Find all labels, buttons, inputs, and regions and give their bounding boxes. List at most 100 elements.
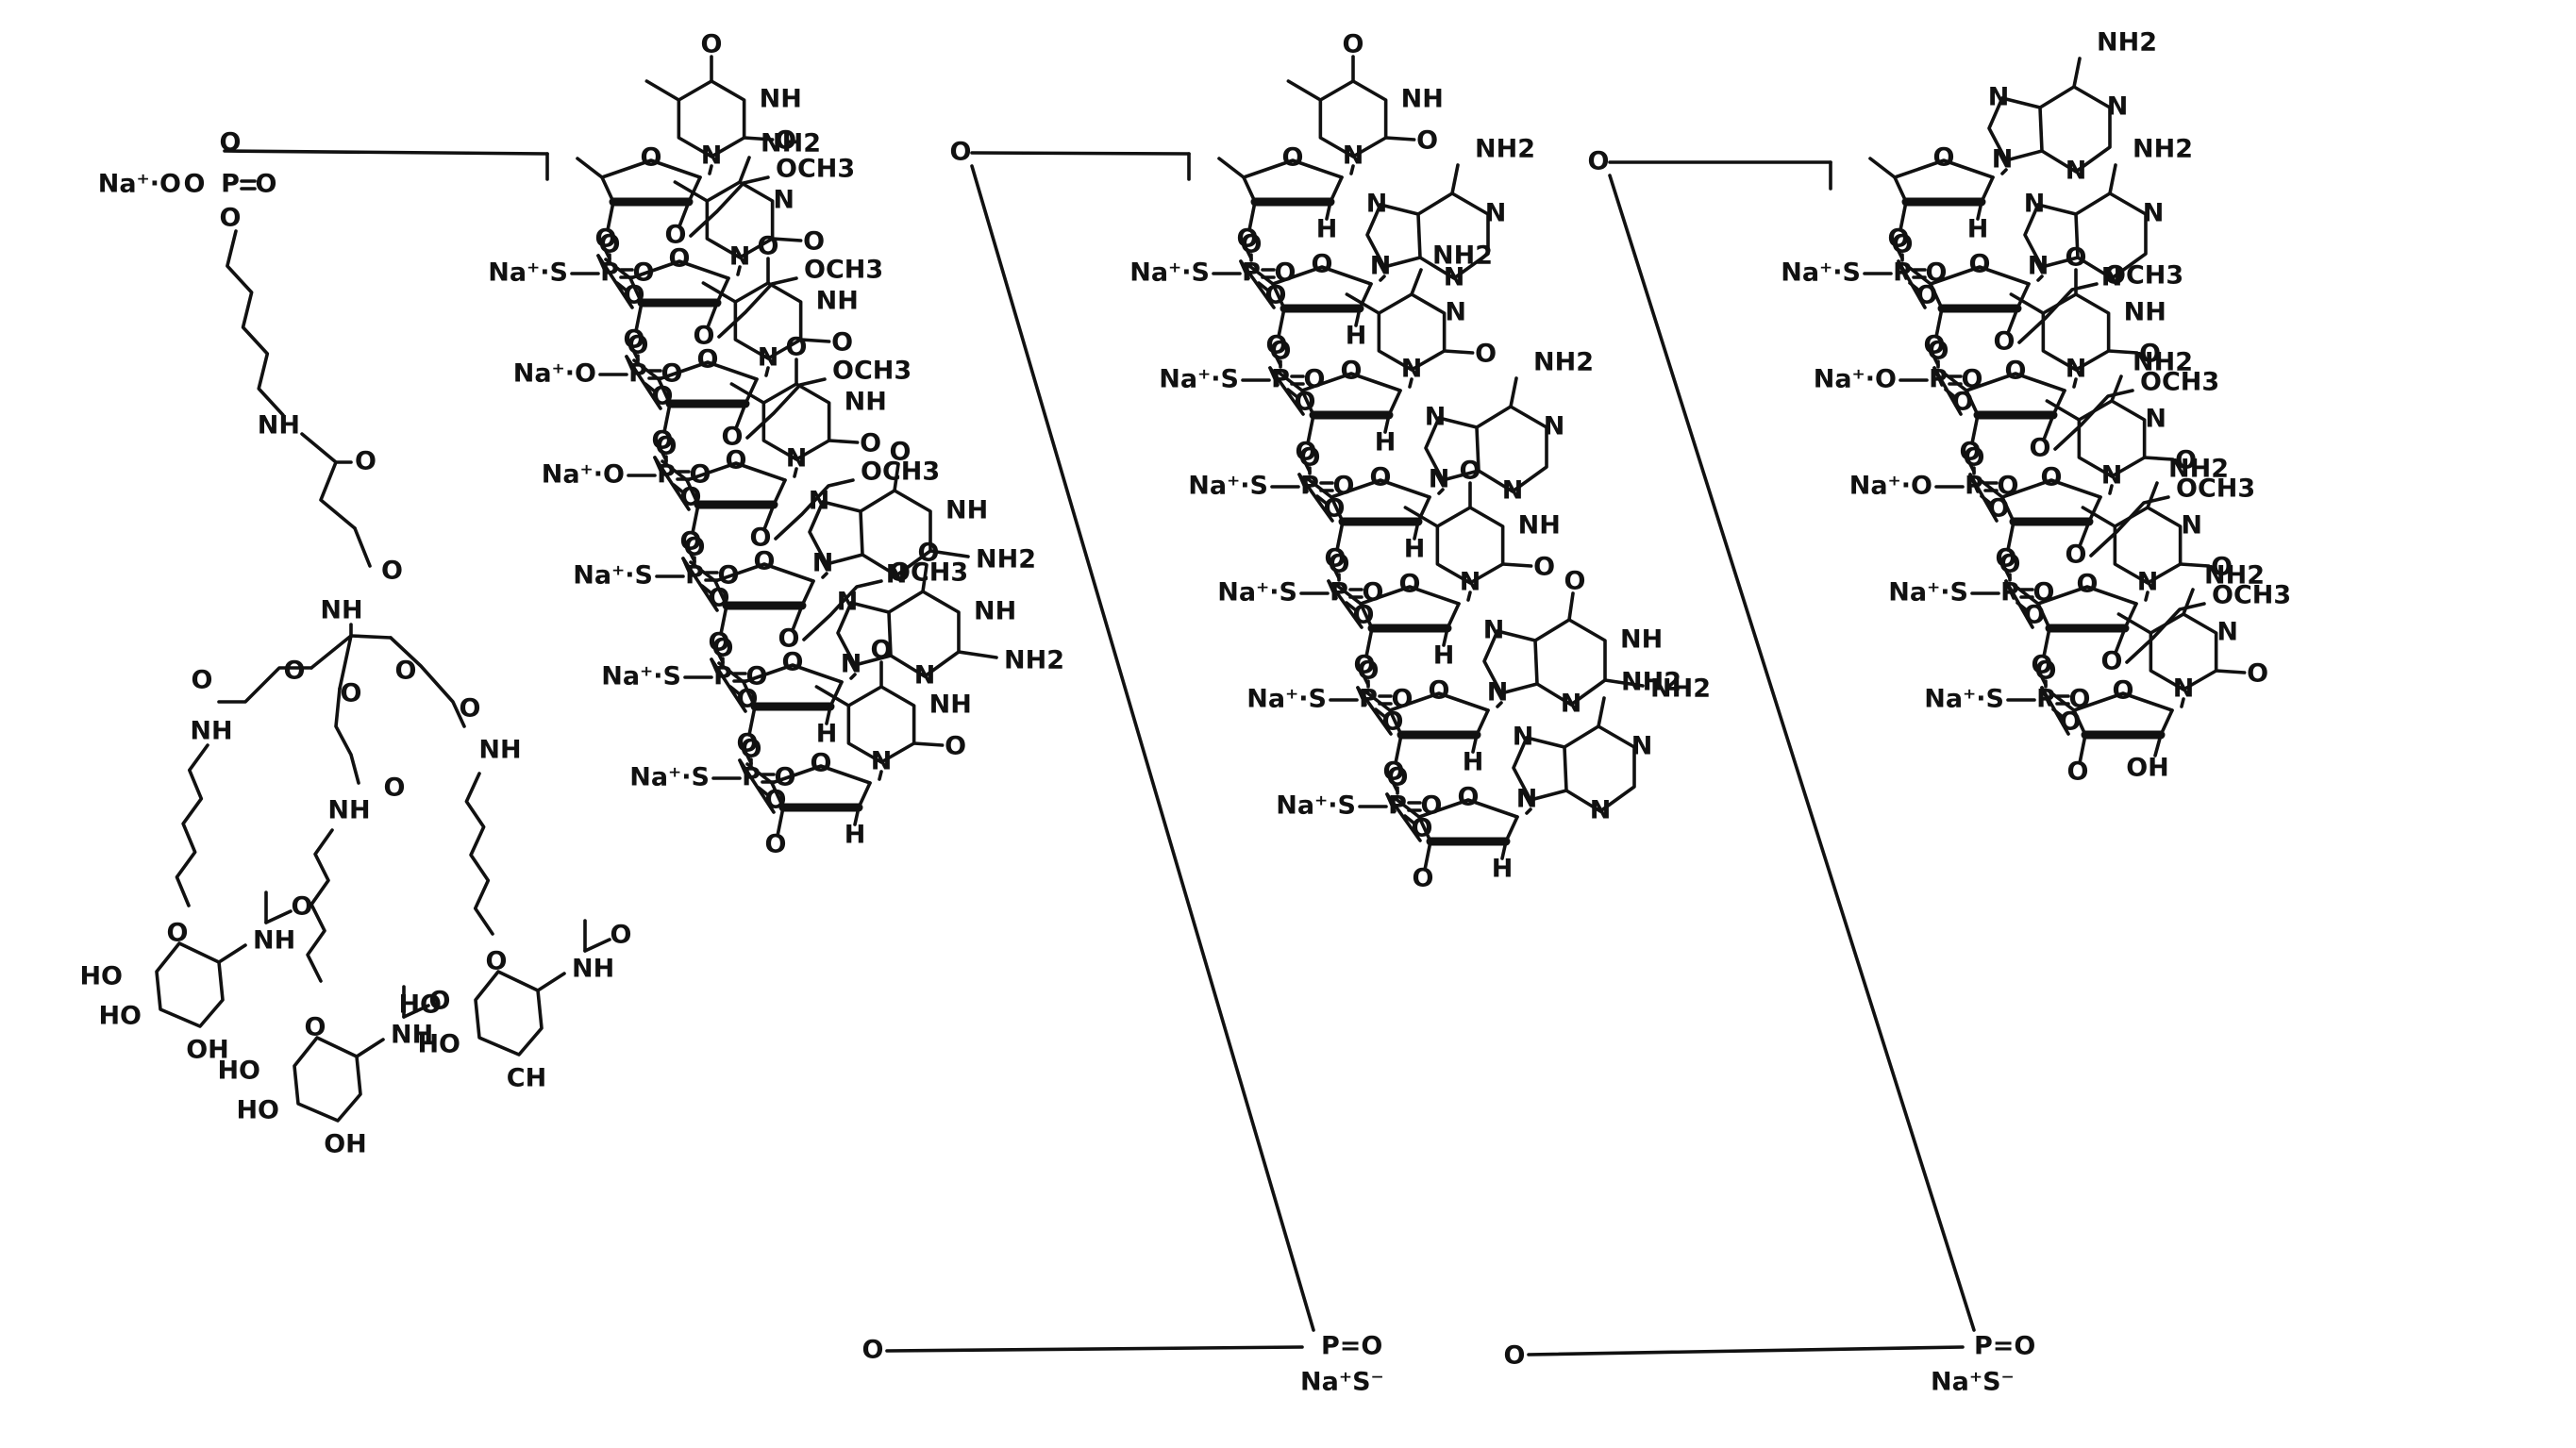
moe-chain	[745, 377, 827, 440]
furanose-c1-c2	[857, 781, 872, 809]
ring-oxygen: O	[726, 446, 747, 475]
o3-oxygen: O	[680, 527, 702, 557]
sodium-thiolate-s2-2: Na⁺·S	[1188, 472, 1268, 501]
furanose-ring-top	[685, 461, 787, 482]
strand2-top-linker	[970, 151, 1191, 156]
o2-oxygen: O	[2066, 541, 2087, 570]
phosphorus-s1-4: P	[713, 662, 732, 691]
furanose-c4-c3	[1242, 175, 1257, 204]
o3-oxygen: O	[737, 729, 759, 758]
p-o-bottom-s2-2: O	[1324, 494, 1346, 524]
methyl-bond-s1-6	[814, 685, 851, 707]
sodium-oxide-s3-1: Na⁺·O	[1814, 365, 1897, 394]
glycosidic-bond	[2180, 697, 2185, 708]
furanose-c4-c3	[2000, 495, 2016, 524]
p-o-top-s3-4: O	[2035, 657, 2057, 686]
pyrimidine-part-s1-5	[887, 590, 961, 678]
c6-oxygen-s2-5: O	[1564, 567, 1586, 596]
p-o5-bond	[1239, 259, 1276, 309]
c6-carbonyl-s2-5	[1567, 591, 1575, 622]
furanose-ring-top	[1929, 265, 2031, 286]
furanose-c4-c3	[2072, 708, 2087, 737]
glycosidic-bond	[849, 673, 857, 680]
n1-s3-2: N	[2066, 355, 2087, 384]
c2-oxygen-s1-1: O	[803, 227, 825, 257]
p-o5-bond	[1327, 579, 1363, 629]
furanose-c4-c3	[1271, 282, 1286, 310]
c6-amine-s3-1	[2108, 163, 2117, 195]
n9-s2-3: N	[1429, 465, 1450, 494]
ring-oxygen: O	[1282, 143, 1304, 173]
galnac-o4-left: HO	[79, 962, 123, 991]
glycosidic-bond	[1525, 807, 1532, 815]
c2-carbonyl-s2-4	[1500, 562, 1533, 568]
acetyl-bond-mid	[402, 1004, 430, 1019]
c2-carbonyl-s1-0	[742, 136, 775, 141]
o3-oxygen: O	[1924, 331, 1946, 360]
linker-p2: P=O	[1974, 1332, 2035, 1361]
n3-s2-2: N	[1445, 298, 1466, 327]
sodium-thiolate-s3-4: Na⁺·S	[1924, 685, 2004, 714]
o2-oxygen: O	[2030, 434, 2051, 463]
c2-oxygen-s1-3: O	[860, 429, 881, 458]
o5-c5-bond	[1356, 686, 1367, 707]
p-o-bond	[1345, 601, 1358, 612]
o5-c5-bond	[1932, 366, 1944, 387]
ring-oxygen: O	[641, 143, 662, 173]
phosphorus-s3-1: P	[1929, 365, 1948, 394]
furanose-c4-c3	[1929, 282, 1944, 310]
ring-oxygen: O	[1933, 143, 1955, 173]
glycosidic-bond	[736, 265, 742, 276]
acetyl-bond-left	[264, 909, 293, 924]
p-o-top-s3-1: O	[1928, 337, 1949, 366]
furanose-c1-c2	[2159, 708, 2174, 737]
c3-o-bond	[1899, 200, 1908, 232]
p-o-top-s1-4: O	[712, 634, 734, 663]
p-o-double-s2-1: O	[1304, 365, 1326, 394]
c3-o-bond	[606, 200, 615, 232]
furanose-ring-top	[1388, 691, 1490, 712]
pyrimidine-part-s2-3	[1475, 405, 1548, 493]
n3h-s1-3: NH	[845, 388, 887, 417]
n3-s2-5: N	[1561, 690, 1582, 719]
p-o-top-s1-5: O	[741, 735, 762, 764]
c3-o-bond	[776, 806, 785, 838]
och3-label: OCH3	[889, 558, 968, 588]
phosphorus-s1-5: P	[742, 763, 761, 792]
n7-s2-6: N	[1513, 723, 1534, 752]
c4-oxygen-s1-0: O	[701, 30, 723, 59]
o2-oxygen: O	[722, 423, 744, 452]
acetyl-bond-right	[583, 938, 611, 953]
n3-s3-5: N	[2216, 618, 2238, 647]
p-o-top-s2-5: O	[1387, 763, 1409, 792]
furanose-ring-top	[2072, 691, 2174, 712]
n9-s3-1: N	[2028, 252, 2049, 281]
furanose-c4-c3	[770, 781, 785, 809]
galnac-ring-right	[474, 970, 544, 1057]
amine-s3-0: NH2	[2097, 28, 2157, 58]
o3-oxygen: O	[1888, 225, 1910, 254]
methyl-bond-s3-3	[2045, 399, 2082, 422]
furanose-c4-c3	[1417, 815, 1432, 843]
o5-c5-bond	[710, 657, 721, 678]
c2-h-bond	[853, 806, 861, 826]
arm-pentyl-mid	[306, 828, 334, 983]
o5-c5-bond	[681, 557, 693, 577]
p-o-bond	[1257, 281, 1270, 292]
p-o-top-s1-0: O	[599, 230, 621, 259]
n3-s2-3: N	[1502, 476, 1524, 506]
acetyl-o-mid: O	[429, 987, 451, 1016]
c2-carbonyl-s1-6	[912, 741, 945, 747]
furanose-ring-top	[1359, 585, 1461, 606]
c3-o-bond	[1306, 413, 1315, 445]
moe-chain	[2053, 389, 2134, 451]
n3-s3-1: N	[2101, 263, 2123, 292]
n7-s3-1: N	[2024, 190, 2046, 219]
c5-bond	[1976, 476, 2004, 499]
ring-oxygen: O	[1370, 463, 1392, 492]
furanose-c1-c2	[800, 579, 815, 607]
p-o-top-s2-3: O	[1329, 550, 1350, 579]
glycosidic-bond	[821, 572, 828, 579]
p-o-bottom-s1-0: O	[624, 281, 645, 310]
